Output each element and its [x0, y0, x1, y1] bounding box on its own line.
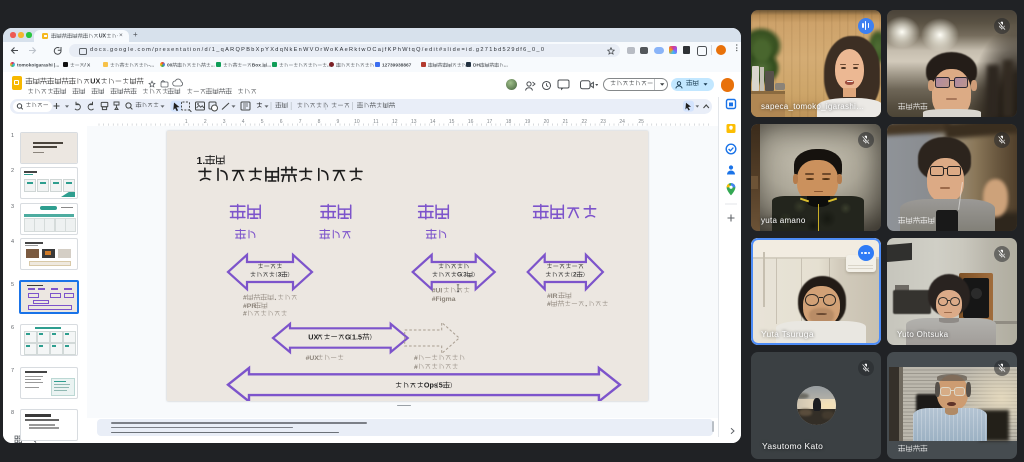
- svg-text:...: ...: [327, 64, 331, 69]
- svg-text:#UX: #UX: [306, 354, 320, 361]
- svg-text:17: 17: [487, 119, 493, 125]
- svg-text:20: 20: [544, 119, 550, 125]
- svg-text:1: 1: [185, 119, 188, 125]
- svg-text:12: 12: [392, 119, 398, 125]
- svg-text:2: 2: [204, 119, 207, 125]
- svg-text:00: 00: [167, 63, 173, 69]
- svg-text:UX: UX: [308, 332, 318, 341]
- svg-text:#UI: #UI: [432, 287, 443, 294]
- svg-text:23: 23: [600, 119, 606, 125]
- svg-text:21: 21: [563, 119, 569, 125]
- svg-text:G: G: [457, 271, 462, 278]
- svg-text:2: 2: [573, 271, 577, 278]
- svg-text:-...: -...: [148, 64, 154, 69]
- svg-text:3: 3: [223, 119, 226, 125]
- svg-text:24: 24: [619, 119, 625, 125]
- svg-text:G: G: [345, 332, 351, 341]
- svg-text:6: 6: [280, 119, 283, 125]
- svg-text:10: 10: [354, 119, 360, 125]
- svg-text:5: 5: [261, 119, 264, 125]
- svg-text:14: 14: [430, 119, 436, 125]
- svg-text:1.: 1.: [197, 154, 206, 166]
- svg-text:12739938867: 12739938867: [382, 63, 412, 69]
- svg-text:#: #: [243, 294, 247, 301]
- svg-text:Ops: Ops: [424, 380, 438, 389]
- svg-text:...: ...: [466, 64, 470, 69]
- svg-text:#: #: [414, 354, 418, 361]
- svg-text:#: #: [414, 363, 418, 370]
- svg-text:#: #: [243, 310, 247, 317]
- svg-text:...: ...: [267, 64, 271, 69]
- svg-text:3: 3: [278, 271, 282, 278]
- svg-text:#PR: #PR: [243, 302, 256, 309]
- svg-text:25: 25: [638, 119, 644, 125]
- svg-text:16: 16: [468, 119, 474, 125]
- svg-text:UX: UX: [90, 77, 100, 86]
- svg-text:1.5: 1.5: [352, 332, 362, 341]
- svg-text:Box_: Box_: [252, 63, 264, 69]
- svg-text:15: 15: [449, 119, 455, 125]
- svg-text:22: 22: [582, 119, 588, 125]
- svg-text:#: #: [547, 301, 551, 308]
- svg-text:#IR: #IR: [547, 292, 558, 299]
- svg-text:tomokoigarashi |...: tomokoigarashi |...: [17, 63, 59, 69]
- svg-text:DH: DH: [473, 63, 480, 69]
- svg-text:7: 7: [299, 119, 302, 125]
- svg-text:...: ...: [504, 64, 508, 69]
- svg-text:/ X: / X: [84, 63, 91, 69]
- svg-text:9: 9: [337, 119, 340, 125]
- svg-text:18: 18: [506, 119, 512, 125]
- svg-text:3: 3: [463, 271, 467, 278]
- svg-text:UX: UX: [99, 34, 107, 40]
- svg-text:...: ...: [211, 64, 215, 69]
- svg-text:#Figma: #Figma: [432, 296, 456, 303]
- svg-text:19: 19: [525, 119, 531, 125]
- svg-text:8: 8: [318, 119, 321, 125]
- svg-text:4: 4: [242, 119, 245, 125]
- svg-text:5: 5: [439, 380, 443, 389]
- svg-text:13: 13: [411, 119, 417, 125]
- svg-text:11: 11: [373, 119, 378, 125]
